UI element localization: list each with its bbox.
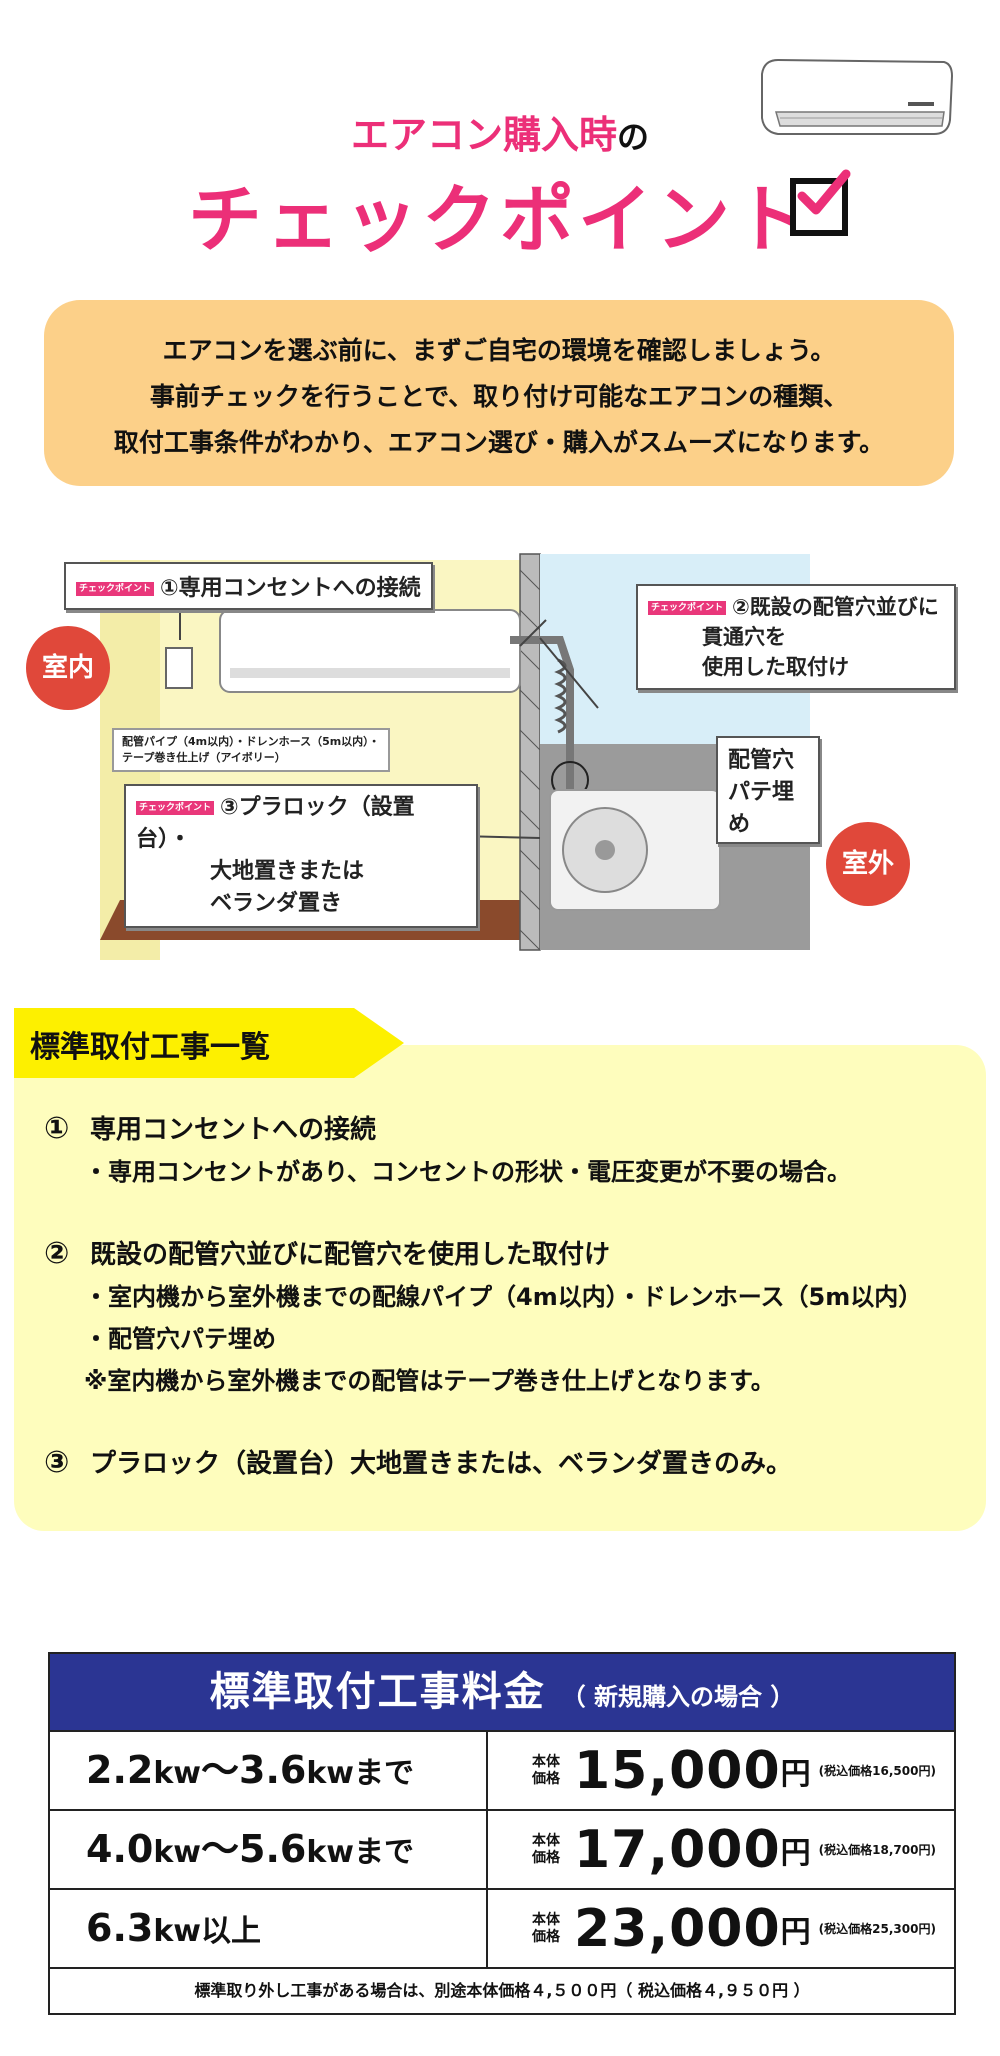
installation-illustration: チェックポイント ①専用コンセントへの接続 チェックポイント ②既設の配管穴並びに … bbox=[26, 540, 956, 960]
body-price-label: 本体価格 bbox=[532, 1911, 560, 1945]
pipe-note-line-2: テープ巻き仕上げ（アイボリー） bbox=[122, 751, 286, 764]
section-tag-arrow bbox=[14, 1008, 404, 1078]
price-table-title: 標準取付工事料金 bbox=[209, 1669, 546, 1715]
body-price-label: 本体価格 bbox=[532, 1753, 560, 1787]
price-table-subtitle: （ 新規購入の場合 ） bbox=[561, 1683, 795, 1711]
checkbox-icon bbox=[790, 169, 851, 236]
list-item: ③ プラロック（設置台）大地置きまたは、ベランダ置きのみ。 bbox=[44, 1442, 984, 1485]
price-table-header: 標準取付工事料金 （ 新規購入の場合 ） bbox=[50, 1654, 954, 1730]
check-label-base-line-2: 大地置きまたは bbox=[210, 859, 365, 884]
check-label-piping-line-2: 貫通穴を bbox=[702, 625, 786, 649]
item-detail: ・配管穴パテ埋め bbox=[84, 1325, 276, 1353]
tax-included-price: (税込価格18,700円) bbox=[818, 1843, 936, 1857]
intro-box: エアコンを選ぶ前に、まずご自宅の環境を確認しましょう。 事前チェックを行うことで… bbox=[44, 300, 954, 486]
item-number: ③ bbox=[44, 1445, 70, 1480]
header-subtitle: エアコン購入時の bbox=[0, 104, 1000, 159]
price-table: 標準取付工事料金 （ 新規購入の場合 ） 2.2kw～3.6kwまで 本体価格 1… bbox=[48, 1652, 956, 2015]
tax-included-price: (税込価格25,300円) bbox=[818, 1922, 936, 1936]
pipe-note: 配管パイプ（4m以内）・ドレンホース（5m以内）・ テープ巻き仕上げ（アイボリー… bbox=[112, 728, 390, 772]
capacity-cell: 6.3kw以上 bbox=[50, 1890, 488, 1967]
item-title: 既設の配管穴並びに配管穴を使用した取付け bbox=[90, 1240, 611, 1270]
check-label-piping-line-1: ②既設の配管穴並びに bbox=[732, 595, 939, 619]
page-title: チェックポイント bbox=[188, 177, 812, 263]
check-label-base-line-1: ③プラロック（設置台）・ bbox=[136, 795, 415, 852]
list-item: ① 専用コンセントへの接続 bbox=[44, 1108, 984, 1151]
header-subtitle-text: エアコン購入時 bbox=[350, 113, 617, 157]
item-number: ② bbox=[44, 1236, 70, 1271]
check-label-piping-hole: チェックポイント ②既設の配管穴並びに 貫通穴を 使用した取付け bbox=[636, 584, 956, 690]
standard-installation-list: ① 専用コンセントへの接続 ・専用コンセントがあり、コンセントの形状・電圧変更が不… bbox=[44, 1108, 984, 1485]
price-value: 17,000 bbox=[574, 1819, 781, 1880]
item-title: プラロック（設置台）大地置きまたは、ベランダ置きのみ。 bbox=[90, 1449, 793, 1479]
yen-unit: 円 bbox=[780, 1756, 811, 1792]
item-detail: ・室内機から室外機までの配線パイプ（4m以内）・ドレンホース（5m以内） bbox=[84, 1283, 923, 1311]
checkpoint-flag: チェックポイント bbox=[648, 601, 727, 615]
yen-unit: 円 bbox=[780, 1914, 811, 1950]
intro-line-1: エアコンを選ぶ前に、まずご自宅の環境を確認しましょう。 bbox=[162, 336, 836, 365]
intro-line-2: 事前チェックを行うことで、取り付け可能なエアコンの種類、 bbox=[149, 382, 849, 411]
intro-line-3: 取付工事条件がわかり、エアコン選び・購入がスムーズになります。 bbox=[113, 428, 885, 457]
standard-installation-panel bbox=[14, 1045, 986, 1531]
item-title: 専用コンセントへの接続 bbox=[90, 1115, 377, 1145]
putty-label: 配管穴パテ埋め bbox=[716, 736, 820, 844]
capacity-cell: 4.0kw～5.6kwまで bbox=[50, 1811, 488, 1888]
checkpoint-flag: チェックポイント bbox=[136, 801, 215, 815]
section-tag-label: 標準取付工事一覧 bbox=[30, 1030, 270, 1065]
list-item: ② 既設の配管穴並びに配管穴を使用した取付け bbox=[44, 1233, 984, 1276]
price-value: 15,000 bbox=[574, 1740, 781, 1801]
price-table-footnote: 標準取り外し工事がある場合は、別途本体価格４,５００円（ 税込価格４,９５０円 … bbox=[50, 1967, 954, 2013]
pipe-note-line-1: 配管パイプ（4m以内）・ドレンホース（5m以内）・ bbox=[122, 735, 380, 748]
indoor-badge: 室内 bbox=[26, 626, 110, 710]
body-price-label: 本体価格 bbox=[532, 1832, 560, 1866]
yen-unit: 円 bbox=[780, 1835, 811, 1871]
item-number: ① bbox=[44, 1111, 70, 1146]
item-detail: ※室内機から室外機までの配管はテープ巻き仕上げとなります。 bbox=[84, 1367, 775, 1395]
check-label-base-line-3: ベランダ置き bbox=[210, 891, 343, 916]
header-subtitle-suffix: の bbox=[617, 118, 650, 156]
air-conditioner-icon bbox=[761, 58, 954, 135]
tax-included-price: (税込価格16,500円) bbox=[818, 1764, 936, 1778]
capacity-cell: 2.2kw～3.6kwまで bbox=[50, 1732, 488, 1809]
item-detail: ・専用コンセントがあり、コンセントの形状・電圧変更が不要の場合。 bbox=[84, 1158, 852, 1186]
price-value: 23,000 bbox=[574, 1898, 781, 1959]
check-label-outlet: チェックポイント ①専用コンセントへの接続 bbox=[64, 562, 433, 610]
check-label-piping-line-3: 使用した取付け bbox=[702, 655, 849, 679]
check-label-outlet-text: ①専用コンセントへの接続 bbox=[160, 576, 421, 601]
checkpoint-flag: チェックポイント bbox=[76, 582, 155, 596]
outdoor-badge: 室外 bbox=[826, 822, 910, 906]
